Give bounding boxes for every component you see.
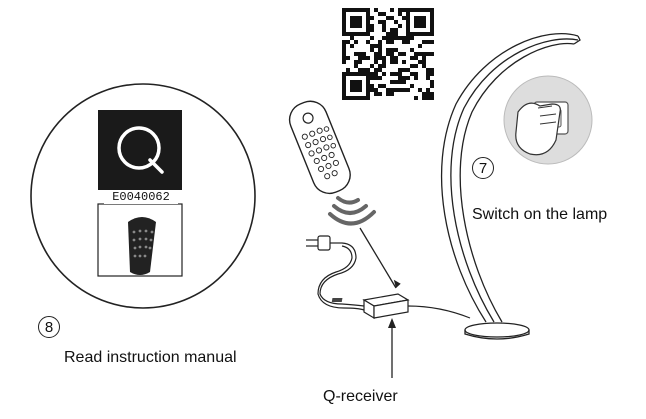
qr-code-icon: [340, 6, 436, 102]
wall-switch-hand-icon: [503, 75, 593, 165]
arc-floor-lamp-icon: [440, 33, 581, 340]
signal-pointer-line: [359, 227, 397, 289]
power-cable: [319, 242, 365, 307]
q-receiver-label: Q-receiver: [323, 388, 398, 405]
wireless-signal-icon: [328, 196, 376, 226]
product-code: E0040062: [104, 190, 178, 204]
power-plug-icon: [306, 235, 342, 251]
step-8-number: 8: [38, 316, 60, 338]
step-7-label: Switch on the lamp: [472, 206, 608, 223]
remote-control-icon: [288, 100, 351, 195]
q-logo-icon: [98, 110, 182, 190]
remote-control-icon: [128, 217, 156, 275]
step-7-number: 7: [472, 157, 494, 179]
q-receiver-box: [331, 293, 410, 320]
step-8-label: Read instruction manual: [64, 349, 237, 366]
